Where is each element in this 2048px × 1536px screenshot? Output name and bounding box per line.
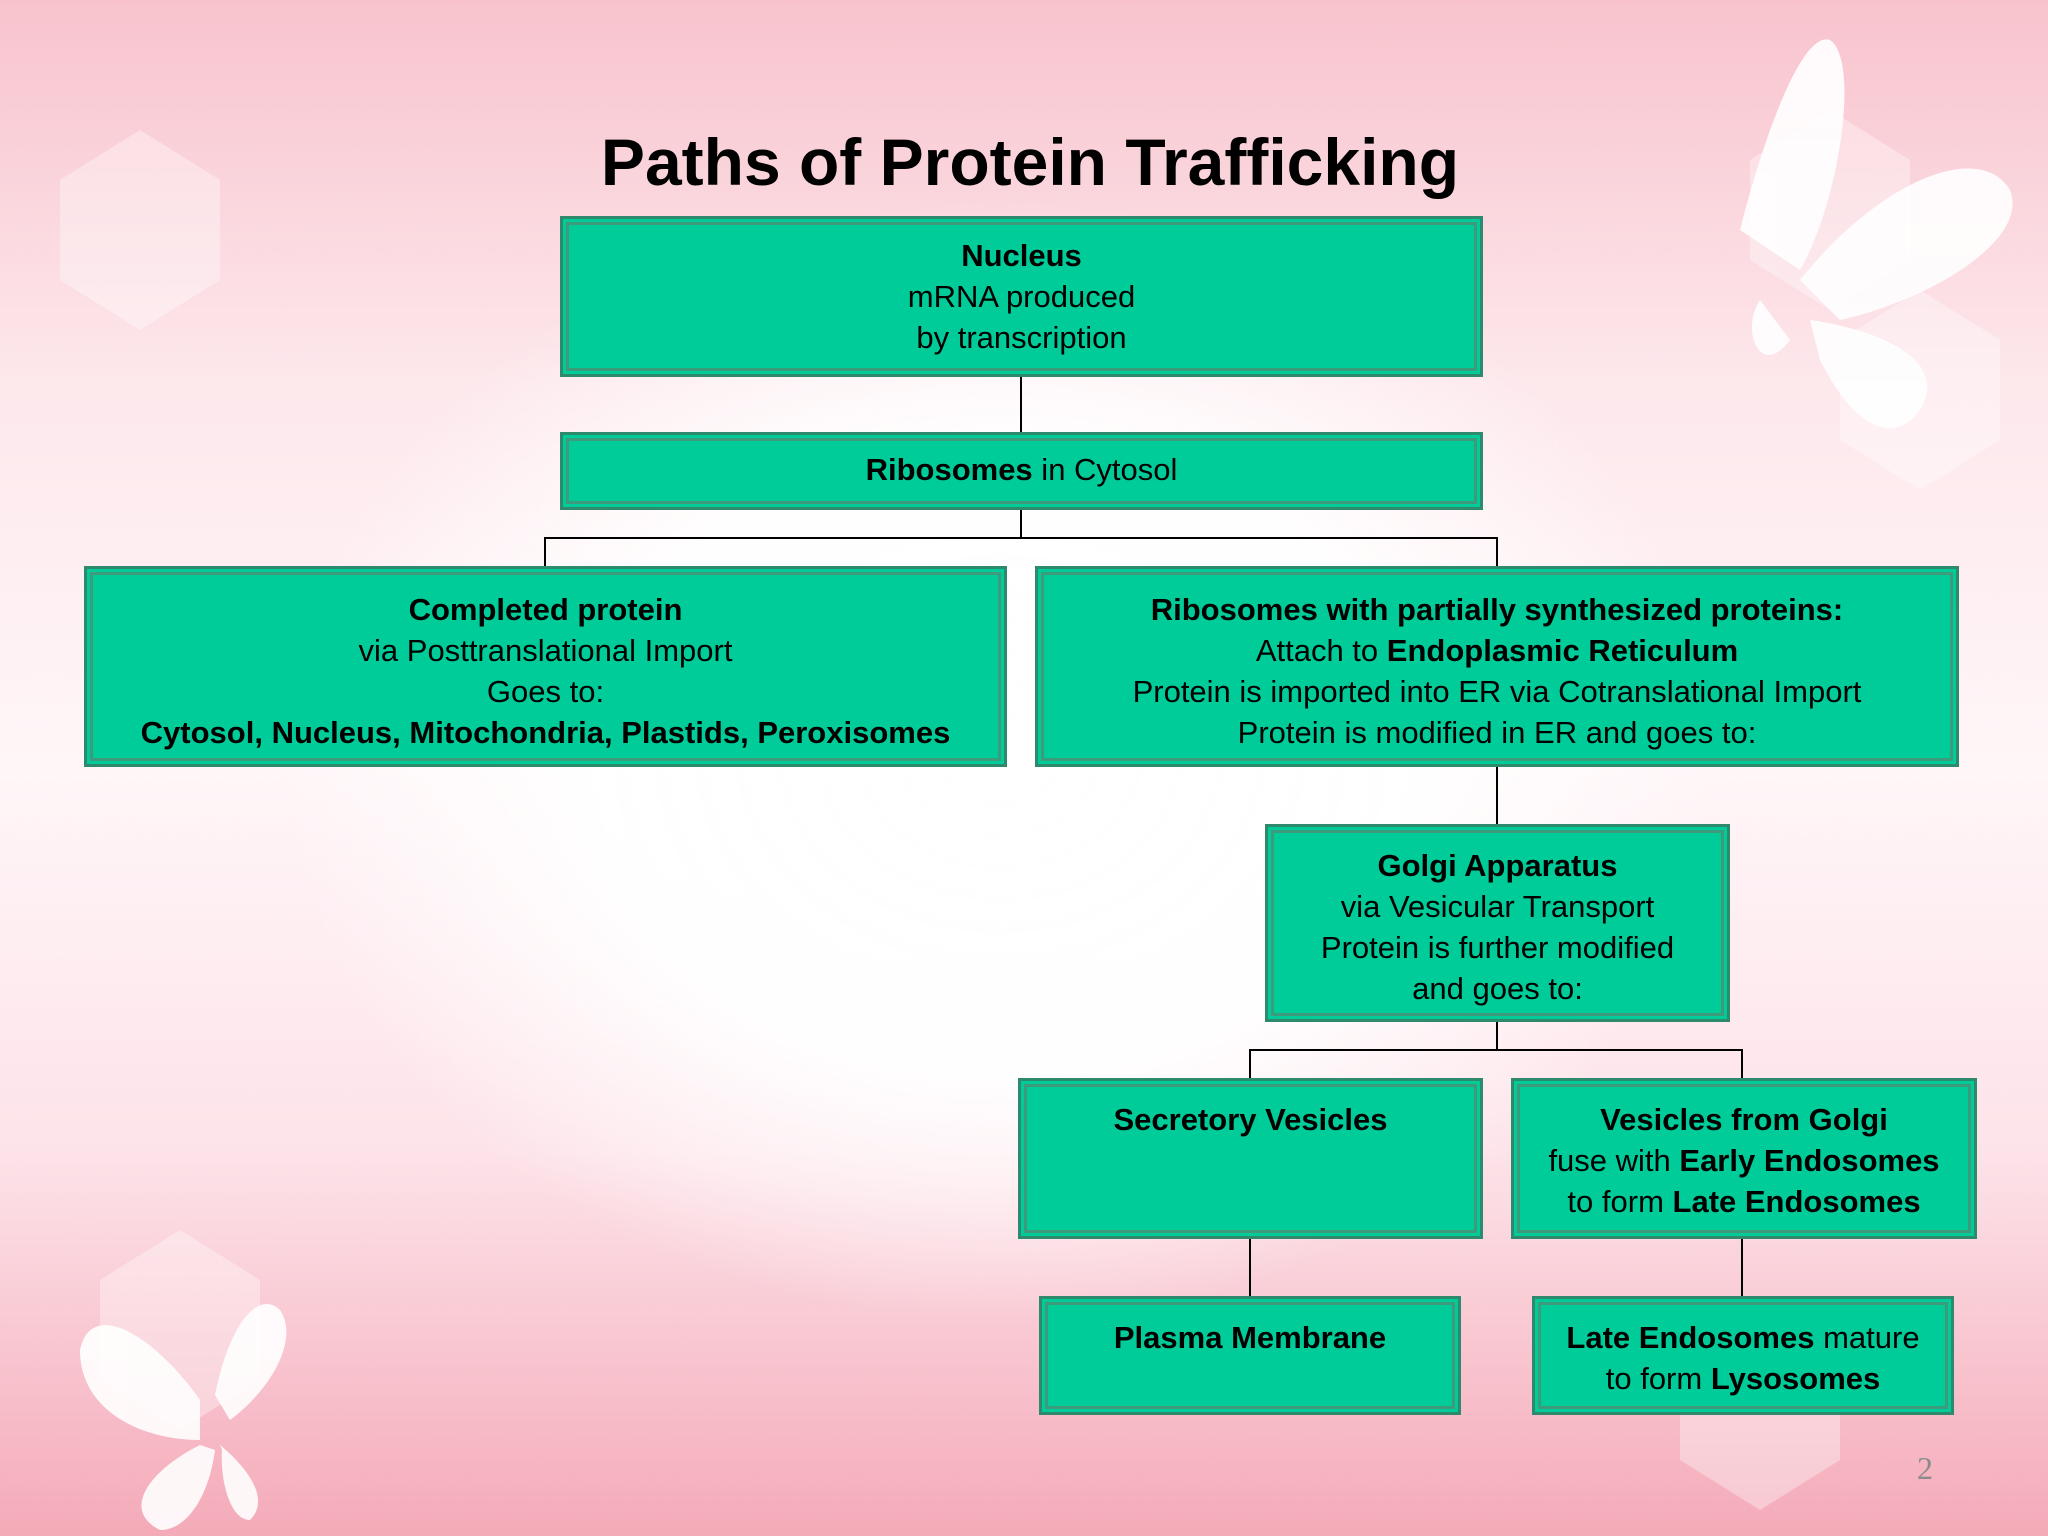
plasma-heading: Plasma Membrane bbox=[1113, 1320, 1387, 1355]
node-plasma-membrane: Plasma Membrane bbox=[1039, 1296, 1461, 1415]
golgi-line2: Protein is further modified bbox=[1320, 930, 1675, 965]
node-ribosomes: Ribosomes in Cytosol bbox=[560, 432, 1483, 510]
partial-attach-bold: Endoplasmic Reticulum bbox=[1386, 633, 1739, 668]
node-completed-protein: Completed protein via Posttranslational … bbox=[84, 566, 1007, 767]
node-nucleus: Nucleus mRNA produced by transcription bbox=[560, 216, 1483, 377]
completed-line2: Goes to: bbox=[486, 674, 605, 709]
partial-line3: Protein is modified in ER and goes to: bbox=[1237, 715, 1757, 750]
node-vesicles-from-golgi: Vesicles from Golgi fuse with Early Endo… bbox=[1511, 1078, 1977, 1239]
connector-branch-golgi-children bbox=[1249, 1049, 1743, 1078]
secretory-heading: Secretory Vesicles bbox=[1113, 1102, 1388, 1137]
hexagon-decoration bbox=[60, 130, 220, 330]
vesicles-golgi-l2-prefix: fuse with bbox=[1548, 1143, 1680, 1178]
golgi-line1: via Vesicular Transport bbox=[1340, 889, 1655, 924]
completed-line1: via Posttranslational Import bbox=[358, 633, 733, 668]
partial-heading: Ribosomes with partially synthesized pro… bbox=[1150, 592, 1844, 627]
partial-attach-prefix: Attach to bbox=[1255, 633, 1387, 668]
vesicles-golgi-l2-bold: Early Endosomes bbox=[1679, 1143, 1940, 1178]
vesicles-golgi-l3-prefix: to form bbox=[1567, 1184, 1673, 1219]
completed-line3: Cytosol, Nucleus, Mitochondria, Plastids… bbox=[140, 715, 951, 750]
node-partial-proteins: Ribosomes with partially synthesized pro… bbox=[1035, 566, 1959, 767]
vesicles-golgi-l3-bold: Late Endosomes bbox=[1672, 1184, 1921, 1219]
page-title: Paths of Protein Trafficking bbox=[600, 125, 1460, 200]
late-l1-rest: mature bbox=[1814, 1320, 1920, 1355]
golgi-heading: Golgi Apparatus bbox=[1377, 848, 1618, 883]
butterfly-icon bbox=[1740, 39, 2013, 429]
nucleus-line1: mRNA produced bbox=[907, 279, 1136, 314]
late-l2-prefix: to form bbox=[1605, 1361, 1711, 1396]
completed-heading: Completed protein bbox=[408, 592, 683, 627]
vesicles-golgi-heading: Vesicles from Golgi bbox=[1600, 1102, 1888, 1137]
node-late-endosomes: Late Endosomes mature to form Lysosomes bbox=[1532, 1296, 1954, 1415]
node-golgi: Golgi Apparatus via Vesicular Transport … bbox=[1265, 824, 1730, 1022]
connector-branch-left bbox=[544, 537, 1498, 566]
nucleus-line2: by transcription bbox=[916, 320, 1127, 355]
node-secretory-vesicles: Secretory Vesicles bbox=[1018, 1078, 1483, 1239]
butterfly-icon bbox=[80, 1303, 287, 1530]
golgi-line3: and goes to: bbox=[1412, 971, 1583, 1006]
nucleus-heading: Nucleus bbox=[961, 238, 1082, 273]
ribosomes-bold: Ribosomes bbox=[865, 452, 1033, 487]
late-l1-bold: Late Endosomes bbox=[1566, 1320, 1815, 1355]
late-l2-bold: Lysosomes bbox=[1710, 1361, 1881, 1396]
page-number: 2 bbox=[1917, 1450, 1933, 1486]
ribosomes-rest: in Cytosol bbox=[1032, 452, 1178, 487]
partial-line2: Protein is imported into ER via Cotransl… bbox=[1132, 674, 1862, 709]
